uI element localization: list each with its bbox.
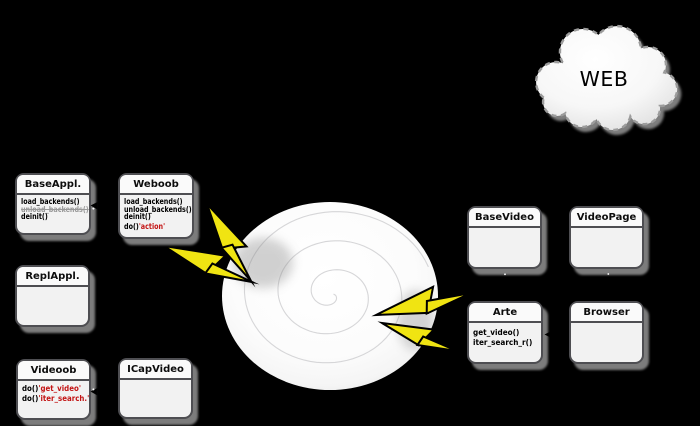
lightning-bolt-icon bbox=[371, 285, 479, 317]
class-box-videoob: Videoob do()'get_video' do()'iter_search… bbox=[16, 359, 91, 420]
method-text: load_backends() bbox=[124, 197, 183, 206]
method-line: do()'get_video' bbox=[22, 384, 81, 394]
class-title: ReplAppl. bbox=[17, 267, 88, 287]
method-line: get_video() bbox=[473, 328, 535, 338]
class-body: load_backends() unload_backends() deinit… bbox=[120, 195, 192, 231]
class-box-icapvideo: ICapVideo bbox=[118, 358, 193, 419]
method-text: 'iter_search.' bbox=[38, 393, 90, 403]
method-line: deinit() bbox=[124, 213, 178, 221]
method-line: load_backends() bbox=[124, 198, 183, 206]
method-line: load_backends() bbox=[21, 198, 80, 206]
method-text: do() bbox=[22, 393, 39, 403]
lightning-bolt-icon bbox=[204, 199, 256, 288]
method-text: do() bbox=[124, 222, 139, 232]
class-box-videopage: VideoPage bbox=[569, 206, 644, 269]
class-box-weboob: Weboob load_backends() unload_backends()… bbox=[118, 173, 194, 239]
method-text: 'action' bbox=[138, 222, 166, 232]
method-text: get_video() bbox=[473, 328, 520, 337]
class-title: Arte bbox=[469, 303, 541, 323]
method-text: 'get_video' bbox=[38, 384, 81, 393]
class-title: Weboob bbox=[120, 175, 192, 195]
web-cloud-label: WEB bbox=[579, 66, 629, 91]
class-title: ICapVideo bbox=[120, 360, 191, 380]
method-text: deinit() bbox=[124, 212, 151, 222]
class-box-arte: Arte get_video() iter_search_r() bbox=[467, 301, 543, 364]
class-body bbox=[17, 287, 88, 290]
class-box-replappl: ReplAppl. bbox=[15, 265, 90, 327]
class-body: get_video() iter_search_r() bbox=[469, 323, 541, 347]
method-line: iter_search_r() bbox=[473, 338, 535, 348]
class-title: BaseVideo bbox=[469, 208, 540, 228]
method-text: do() bbox=[22, 384, 39, 393]
class-box-basevideo: BaseVideo bbox=[467, 206, 542, 269]
class-body: load_backends() unload_backends() deinit… bbox=[17, 195, 89, 221]
class-title: Videoob bbox=[18, 361, 89, 381]
method-line: deinit() bbox=[21, 213, 75, 221]
class-body bbox=[120, 380, 191, 383]
class-box-baseappl: BaseAppl. load_backends() unload_backend… bbox=[15, 173, 91, 235]
method-text: deinit() bbox=[21, 212, 48, 222]
method-text: unload_backends() bbox=[124, 204, 192, 214]
lightning-bolt-icon bbox=[159, 244, 260, 285]
method-text: load_backends() bbox=[21, 197, 80, 206]
swirl-spiral-line bbox=[243, 211, 429, 364]
class-title: BaseAppl. bbox=[17, 175, 89, 195]
lightning-bolts bbox=[159, 199, 479, 354]
class-body bbox=[571, 323, 642, 326]
lightning-bolt-icon bbox=[377, 321, 465, 354]
method-line: do()'iter_search.' bbox=[22, 393, 89, 404]
class-box-browser: Browser bbox=[569, 301, 644, 364]
class-title: Browser bbox=[571, 303, 642, 323]
method-line: do()'action' bbox=[124, 223, 178, 231]
method-line: unload_backends() bbox=[124, 205, 192, 214]
class-body bbox=[469, 228, 540, 231]
method-text: iter_search_r() bbox=[473, 337, 533, 347]
method-line: unload_backends() bbox=[21, 205, 89, 214]
method-text: unload_backends() bbox=[21, 204, 89, 214]
swirl-vortex bbox=[222, 202, 438, 390]
class-body: do()'get_video' do()'iter_search.' bbox=[18, 381, 89, 404]
class-body bbox=[571, 228, 642, 231]
class-title: VideoPage bbox=[571, 208, 642, 228]
